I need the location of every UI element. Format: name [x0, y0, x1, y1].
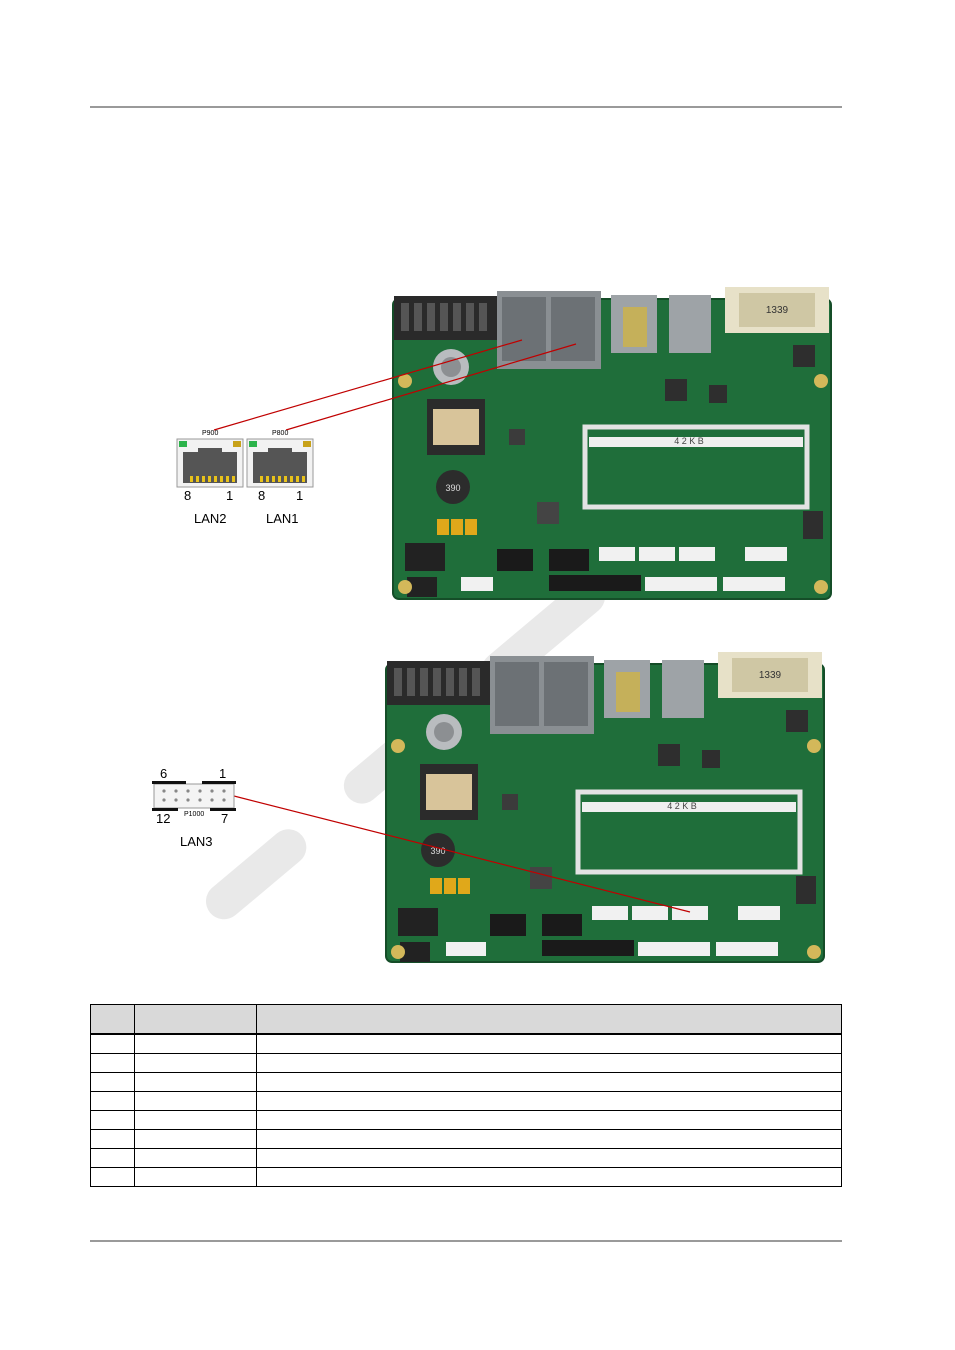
table-cell [134, 1033, 257, 1054]
table-cell [90, 1167, 135, 1187]
lan3-label: LAN3 [180, 834, 213, 849]
table-row [90, 1129, 842, 1149]
table-header-cell [134, 1004, 257, 1035]
table-cell [256, 1091, 842, 1111]
table-cell [134, 1110, 257, 1130]
lan3-pin-1: 1 [219, 766, 227, 781]
table-row [90, 1053, 842, 1073]
table-header-cell [90, 1004, 135, 1035]
table-row [90, 1033, 842, 1054]
lan1-pin-8: 8 [258, 488, 266, 503]
table-cell [90, 1110, 135, 1130]
table-cell [256, 1148, 842, 1168]
leader-line-bottom [233, 795, 691, 913]
connector-label-p800: P800 [272, 430, 289, 437]
table-cell [134, 1148, 257, 1168]
table-cell [90, 1033, 135, 1054]
table-cell [90, 1053, 135, 1073]
table-cell [134, 1072, 257, 1092]
table-cell [90, 1148, 135, 1168]
table-cell [90, 1072, 135, 1092]
table-row [90, 1072, 842, 1092]
table-row [90, 1110, 842, 1130]
table-row [90, 1148, 842, 1168]
connector-label-p1000: P1000 [184, 811, 205, 818]
table-cell [90, 1091, 135, 1111]
sodimm-label-bottom: 4 2 K B [667, 801, 697, 811]
table-cell [256, 1053, 842, 1073]
table-header-row [90, 1004, 842, 1035]
dvi-label-bottom: 1339 [759, 670, 782, 681]
lan3-pin-7: 7 [221, 811, 229, 826]
lan3-pin-12: 12 [156, 811, 171, 826]
leader-lines-top [213, 339, 577, 431]
table-cell [256, 1110, 842, 1130]
rj45-lan2-icon [176, 438, 244, 488]
lan1-pin-1: 1 [296, 488, 304, 503]
table-row [90, 1167, 842, 1187]
table-header-cell [256, 1004, 842, 1035]
lan2-pin-8: 8 [184, 488, 192, 503]
lan2-label: LAN2 [194, 511, 227, 526]
table-cell [90, 1129, 135, 1149]
choke-label-top: 390 [445, 483, 460, 493]
board-photo-bottom: 1339 390 4 2 K B [385, 652, 825, 963]
lan2-pin-1: 1 [226, 488, 234, 503]
table-row [90, 1091, 842, 1111]
table-cell [256, 1129, 842, 1149]
dvi-label-top: 1339 [766, 305, 789, 316]
board-photo-top: 1339 390 4 2 K B [392, 287, 832, 600]
table-cell [256, 1033, 842, 1054]
header-rule [90, 106, 842, 108]
lan1-label: LAN1 [266, 511, 299, 526]
rj45-lan1-icon [246, 438, 314, 488]
connector-label-p900: P900 [202, 430, 219, 437]
table-cell [256, 1072, 842, 1092]
p1000-header-icon [152, 781, 236, 811]
lan3-pin-6: 6 [160, 766, 168, 781]
footer-rule [90, 1240, 842, 1242]
sodimm-label-top: 4 2 K B [674, 436, 704, 446]
choke-label-bottom: 390 [430, 846, 445, 856]
table-cell [134, 1129, 257, 1149]
table-cell [134, 1091, 257, 1111]
pinout-table [90, 1004, 842, 1187]
table-cell [134, 1167, 257, 1187]
table-cell [256, 1167, 842, 1187]
table-cell [134, 1053, 257, 1073]
